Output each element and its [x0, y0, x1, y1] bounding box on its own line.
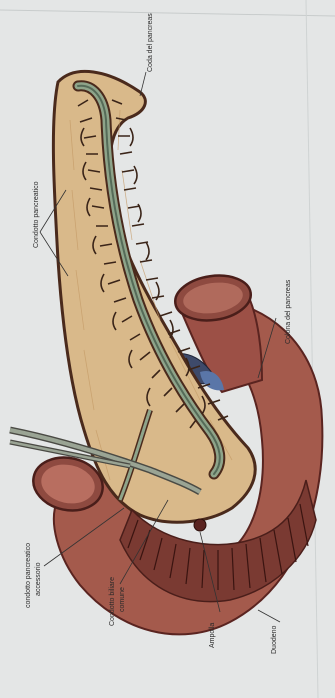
label-biliare-line2: comune: [119, 587, 126, 612]
label-accessorio-line2: accessorio: [35, 562, 42, 596]
leader-duodeno: [258, 610, 280, 622]
label-duodeno: Duodeno: [271, 625, 278, 654]
paper-edge-top: [0, 10, 335, 16]
label-testa: Colona del pancreas: [285, 279, 292, 344]
label-biliare-line1: Condotto biliare: [109, 577, 116, 626]
leader-coda: [140, 72, 146, 96]
label-dotto: Condotto pancreatico: [33, 181, 40, 248]
ampulla-papilla: [194, 519, 206, 531]
label-accessorio-line1: condotto pancreatico: [25, 543, 32, 608]
label-coda: Coda del pancreas: [147, 13, 154, 72]
label-ampolla: Ampolla: [209, 623, 216, 648]
paper-fold-line: [306, 0, 318, 698]
